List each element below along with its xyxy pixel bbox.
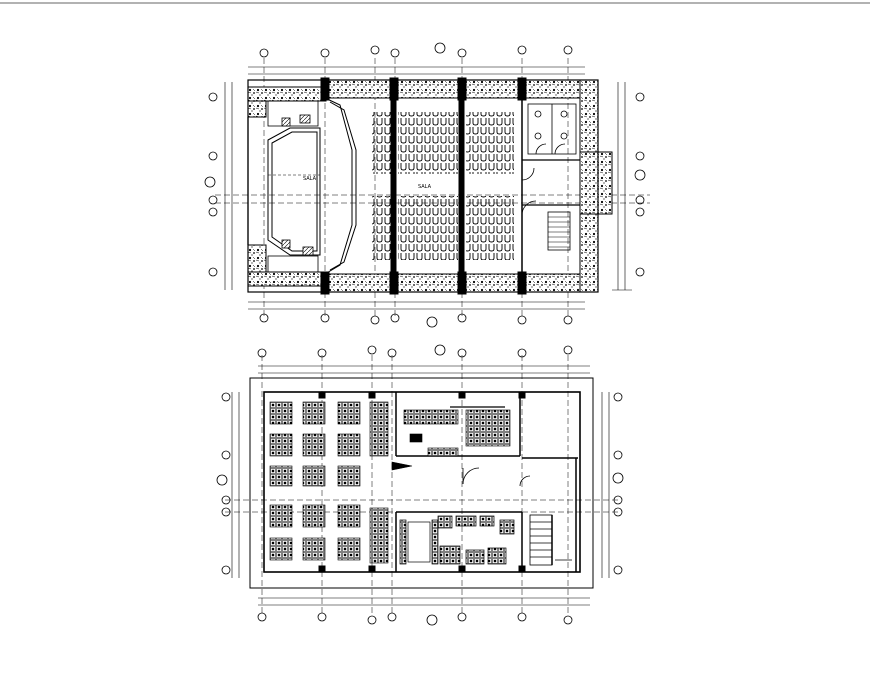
upper-axis-markers-sides — [204, 92, 646, 277]
reading-tables — [269, 401, 389, 564]
upper-dimension-lines — [224, 66, 632, 310]
stage-area: SALA — [267, 97, 357, 275]
office-furniture — [391, 406, 511, 471]
upper-floor-plan: SALA SALA — [204, 42, 650, 328]
backstage-rooms — [267, 100, 319, 273]
room-label-stage: SALA — [303, 176, 317, 182]
auditorium-seating: SALA — [372, 112, 514, 260]
upper-columns — [320, 77, 527, 295]
lower-dimension-lines — [231, 365, 610, 606]
lower-axis-markers — [216, 344, 624, 626]
lower-doors-and-stair — [462, 467, 572, 566]
lower-floor-plan — [216, 344, 624, 626]
upper-axis-markers-top — [259, 42, 573, 328]
room-label-hall: SALA — [418, 184, 432, 190]
lower-columns — [318, 391, 526, 573]
restrooms-and-stair — [521, 100, 580, 274]
meeting-room — [399, 515, 515, 565]
